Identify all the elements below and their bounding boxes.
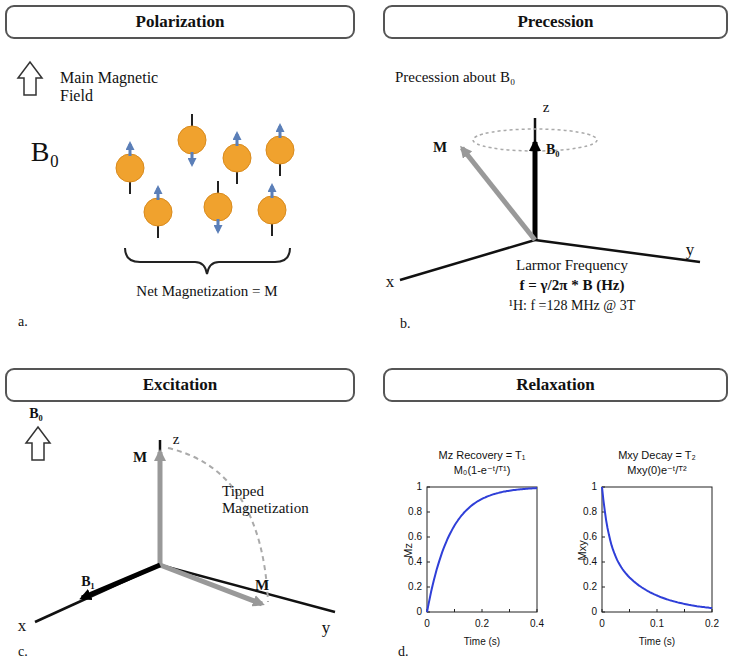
label: M <box>433 139 447 156</box>
label: 0.4 <box>408 556 422 568</box>
label: Main Magnetic Field <box>60 69 172 106</box>
label: 0.2 <box>475 618 489 630</box>
label: 0.4 <box>583 556 597 568</box>
label: x <box>18 616 27 636</box>
label: 0.4 <box>530 618 544 630</box>
label: M <box>255 577 269 594</box>
label: Time (s) <box>639 636 675 648</box>
field-arrow <box>18 62 42 95</box>
field-arrow <box>26 427 50 460</box>
b1-vector <box>82 565 160 598</box>
spins <box>116 114 294 238</box>
m-vector <box>462 148 535 240</box>
plots <box>427 487 712 612</box>
label: 0 <box>416 606 422 618</box>
label: 0.2 <box>583 581 597 593</box>
m-vector <box>158 452 163 565</box>
label: M <box>133 449 147 466</box>
label: z <box>173 431 180 448</box>
label: 1 <box>591 481 597 493</box>
label: 0.2 <box>705 618 719 630</box>
label: 1 <box>416 481 422 493</box>
header-text: Polarization <box>136 12 225 32</box>
header-text: Excitation <box>143 375 218 395</box>
label: 0 <box>424 618 430 630</box>
panel-header: Relaxation <box>383 368 728 402</box>
label: Mz Recovery = T₁ <box>439 449 526 462</box>
label: 0.2 <box>408 581 422 593</box>
label: 0.1 <box>650 618 664 630</box>
label: y <box>322 618 331 638</box>
label: B₀ <box>31 136 59 168</box>
label: Mxy Decay = T₂ <box>618 449 696 462</box>
label: 0.6 <box>408 531 422 543</box>
axes-b <box>400 118 700 280</box>
label: b. <box>400 316 411 332</box>
tipped-m-vector <box>160 565 262 604</box>
label: 0.6 <box>583 531 597 543</box>
panel-header: Precession <box>383 5 728 39</box>
label: Time (s) <box>464 636 500 648</box>
label: ¹H: f =128 MHz @ 3T <box>509 298 635 314</box>
axis-label: Mz <box>402 543 415 558</box>
label: y <box>686 240 695 260</box>
label: 0 <box>591 606 597 618</box>
label: d. <box>398 644 409 660</box>
label: Mxy(0)e⁻ᵗ/ᵀ² <box>627 464 686 477</box>
axes-c <box>35 440 335 622</box>
panel-header: Excitation <box>5 368 355 402</box>
label: c. <box>18 644 28 660</box>
label: M₀(1-e⁻ᵗ/ᵀ¹) <box>454 464 511 477</box>
label: B₀ <box>29 406 43 422</box>
label: 0.8 <box>408 506 422 518</box>
label: B₀ <box>546 142 560 158</box>
label: Precession about B₀ <box>395 69 515 86</box>
label: B₁ <box>81 574 95 590</box>
label: 0.8 <box>583 506 597 518</box>
header-text: Relaxation <box>516 375 594 395</box>
b0-vector <box>533 142 538 240</box>
panel-header: Polarization <box>5 5 355 39</box>
label: Net Magnetization = M <box>136 283 277 300</box>
label: Tipped Magnetization <box>222 483 326 518</box>
label: f = γ/2π * B (Hz) <box>519 277 624 294</box>
tip-path <box>168 448 268 602</box>
header-text: Precession <box>517 12 593 32</box>
bracket <box>125 248 290 274</box>
label: z <box>543 99 550 116</box>
label: Larmor Frequency <box>516 257 628 274</box>
label: 0 <box>599 618 605 630</box>
label: a. <box>18 314 28 330</box>
label: x <box>386 272 395 292</box>
